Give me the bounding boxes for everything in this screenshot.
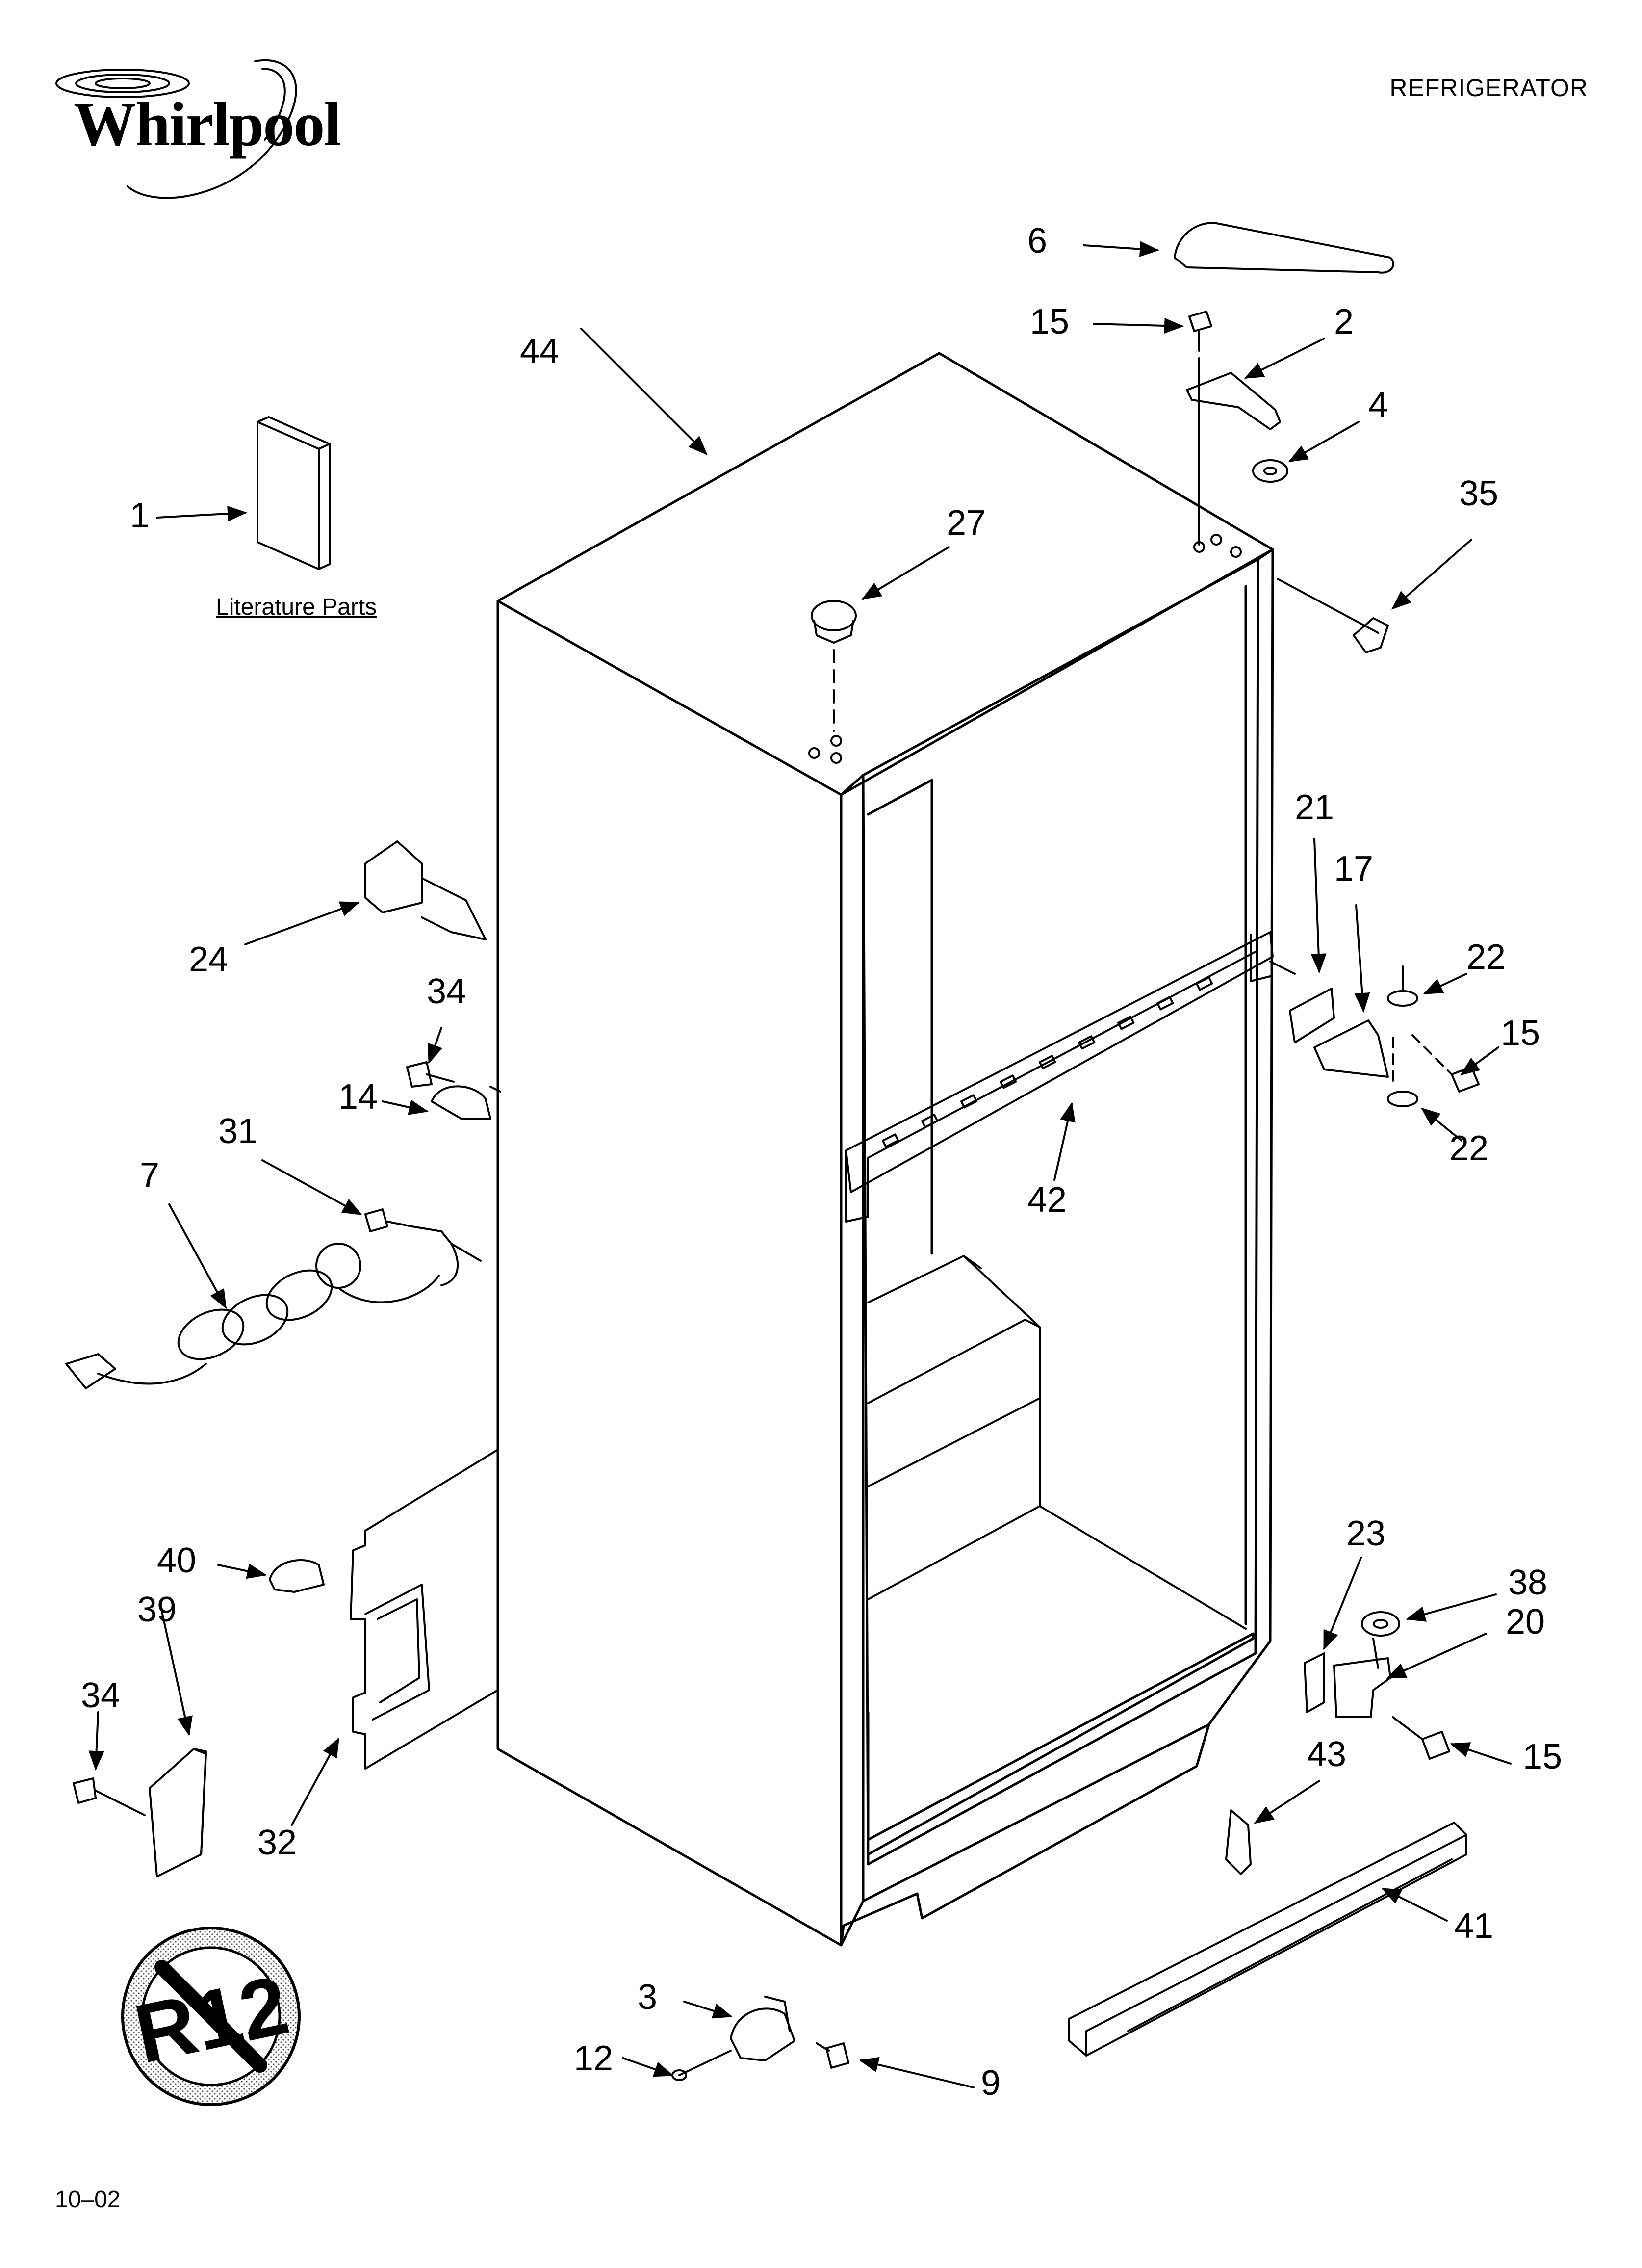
callout-43: 43 bbox=[1307, 1735, 1347, 1774]
screw-34-lower bbox=[73, 1777, 146, 1816]
lower-hinge-20 bbox=[1333, 1657, 1391, 1718]
callout-35: 35 bbox=[1459, 474, 1499, 513]
ground-screw-31 bbox=[364, 1208, 482, 1286]
callout-2: 2 bbox=[1334, 302, 1354, 341]
document-title: REFRIGERATOR bbox=[1389, 74, 1588, 102]
callout-44: 44 bbox=[520, 332, 560, 371]
date-code: 10–02 bbox=[55, 2187, 121, 2213]
top-hinge-2 bbox=[1186, 372, 1281, 430]
callout-15-middle: 15 bbox=[1501, 1014, 1540, 1053]
screw-15-top bbox=[1188, 311, 1212, 352]
no-r12-icon bbox=[121, 1927, 301, 2106]
screw-15-lower bbox=[1392, 1716, 1450, 1760]
washer-22-lower bbox=[1387, 1091, 1418, 1107]
callout-31: 31 bbox=[218, 1112, 258, 1151]
door-stop-35 bbox=[1353, 617, 1389, 653]
screw-9 bbox=[816, 2042, 849, 2069]
power-cord-7 bbox=[65, 1243, 440, 1389]
washer-38 bbox=[1361, 1611, 1400, 1637]
drain-tube-24 bbox=[364, 840, 487, 940]
callout-34-lower: 34 bbox=[81, 1676, 121, 1715]
callout-38: 38 bbox=[1508, 1563, 1548, 1602]
toe-grille-41 bbox=[1068, 1822, 1467, 2057]
callout-32: 32 bbox=[257, 1823, 297, 1862]
callout-17: 17 bbox=[1334, 849, 1374, 888]
cord-clamp-14 bbox=[431, 1085, 491, 1120]
screw-34-upper bbox=[406, 1061, 455, 1088]
callout-20: 20 bbox=[1506, 1602, 1545, 1642]
whirlpool-swirl-icon bbox=[55, 59, 297, 199]
access-cover-39 bbox=[149, 1748, 207, 1877]
callout-42: 42 bbox=[1027, 1180, 1067, 1220]
whirlpool-logo: Whirlpool bbox=[74, 89, 341, 159]
liner-detail bbox=[867, 1255, 1247, 1630]
callout-23: 23 bbox=[1346, 1514, 1386, 1553]
plug-button-27 bbox=[811, 600, 857, 644]
callout-6: 6 bbox=[1027, 221, 1048, 261]
callout-15-lower: 15 bbox=[1523, 1737, 1563, 1776]
callout-39: 39 bbox=[137, 1590, 177, 1629]
callout-27: 27 bbox=[947, 503, 986, 543]
callout-41: 41 bbox=[1454, 1906, 1494, 1946]
callout-34-upper: 34 bbox=[427, 972, 466, 1011]
hinge-cover-6 bbox=[1174, 222, 1394, 274]
hinge-bracket-17 bbox=[1313, 1019, 1389, 1078]
mounting-bracket-32 bbox=[350, 1449, 499, 1770]
divider-rail-42 bbox=[845, 931, 1274, 1223]
shim-23 bbox=[1304, 1652, 1325, 1713]
callout-1: 1 bbox=[130, 496, 150, 535]
leader-arrows bbox=[88, 241, 1512, 2088]
clip-43 bbox=[1225, 1809, 1252, 1875]
callout-22-upper: 22 bbox=[1466, 938, 1506, 977]
callout-24: 24 bbox=[189, 940, 229, 979]
shim-21 bbox=[1289, 988, 1335, 1043]
callout-14: 14 bbox=[338, 1077, 378, 1117]
callout-9: 9 bbox=[981, 2063, 1001, 2103]
washer-4 bbox=[1252, 459, 1288, 483]
callout-21: 21 bbox=[1295, 788, 1334, 827]
callout-7: 7 bbox=[140, 1156, 160, 1195]
literature-booklet-icon bbox=[257, 416, 331, 570]
literature-parts-label: Literature Parts bbox=[216, 594, 377, 620]
callout-3: 3 bbox=[638, 1978, 658, 2017]
callout-15-top: 15 bbox=[1030, 302, 1070, 341]
callout-40: 40 bbox=[157, 1541, 197, 1580]
callout-22-lower: 22 bbox=[1449, 1129, 1489, 1168]
leveler-bracket-3 bbox=[730, 2007, 795, 2061]
callout-4: 4 bbox=[1368, 386, 1388, 425]
callout-12: 12 bbox=[574, 2039, 614, 2078]
clamp-40 bbox=[269, 1559, 325, 1593]
cabinet-body bbox=[496, 352, 1274, 1947]
pin-12 bbox=[671, 2050, 732, 2081]
washer-22-upper bbox=[1387, 965, 1418, 1007]
